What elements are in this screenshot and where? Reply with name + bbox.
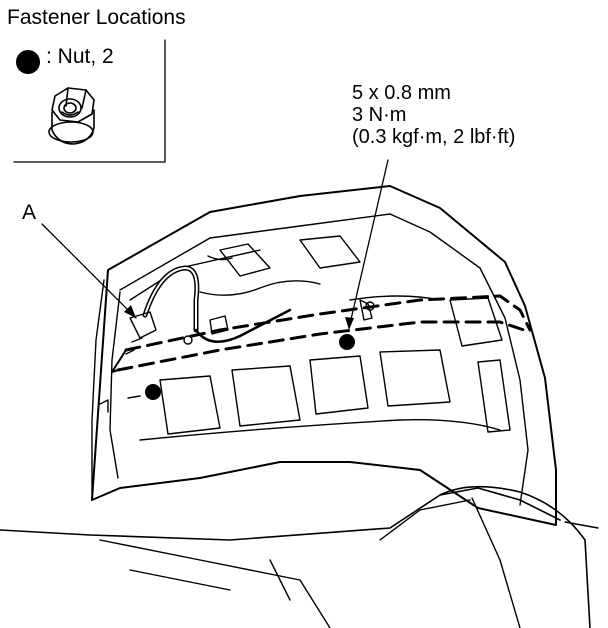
nut-marker-right [339, 334, 355, 350]
nut-marker-left [145, 384, 161, 400]
callout-a-leader [41, 223, 137, 319]
torque-spec: 5 x 0.8 mm 3 N·m (0.3 kgf·m, 2 lbf·ft) [352, 82, 515, 148]
car-body [0, 485, 599, 628]
callout-a-label: A [22, 201, 37, 224]
wire-harness [125, 265, 292, 355]
spec-size: 5 x 0.8 mm [352, 82, 451, 104]
trim-dashed-line [111, 294, 532, 373]
spec-torque-imperial: (0.3 kgf·m, 2 lbf·ft) [352, 126, 516, 148]
legend-box [13, 39, 166, 163]
spec-torque-nm: 3 N·m [352, 104, 407, 126]
figure-title: Fastener Locations [7, 6, 186, 29]
trunk-lid [91, 185, 557, 526]
spec-leader [345, 159, 389, 330]
legend-label: : Nut, 2 [46, 45, 114, 68]
nut-icon [48, 87, 95, 145]
black-dot-icon [16, 50, 40, 74]
